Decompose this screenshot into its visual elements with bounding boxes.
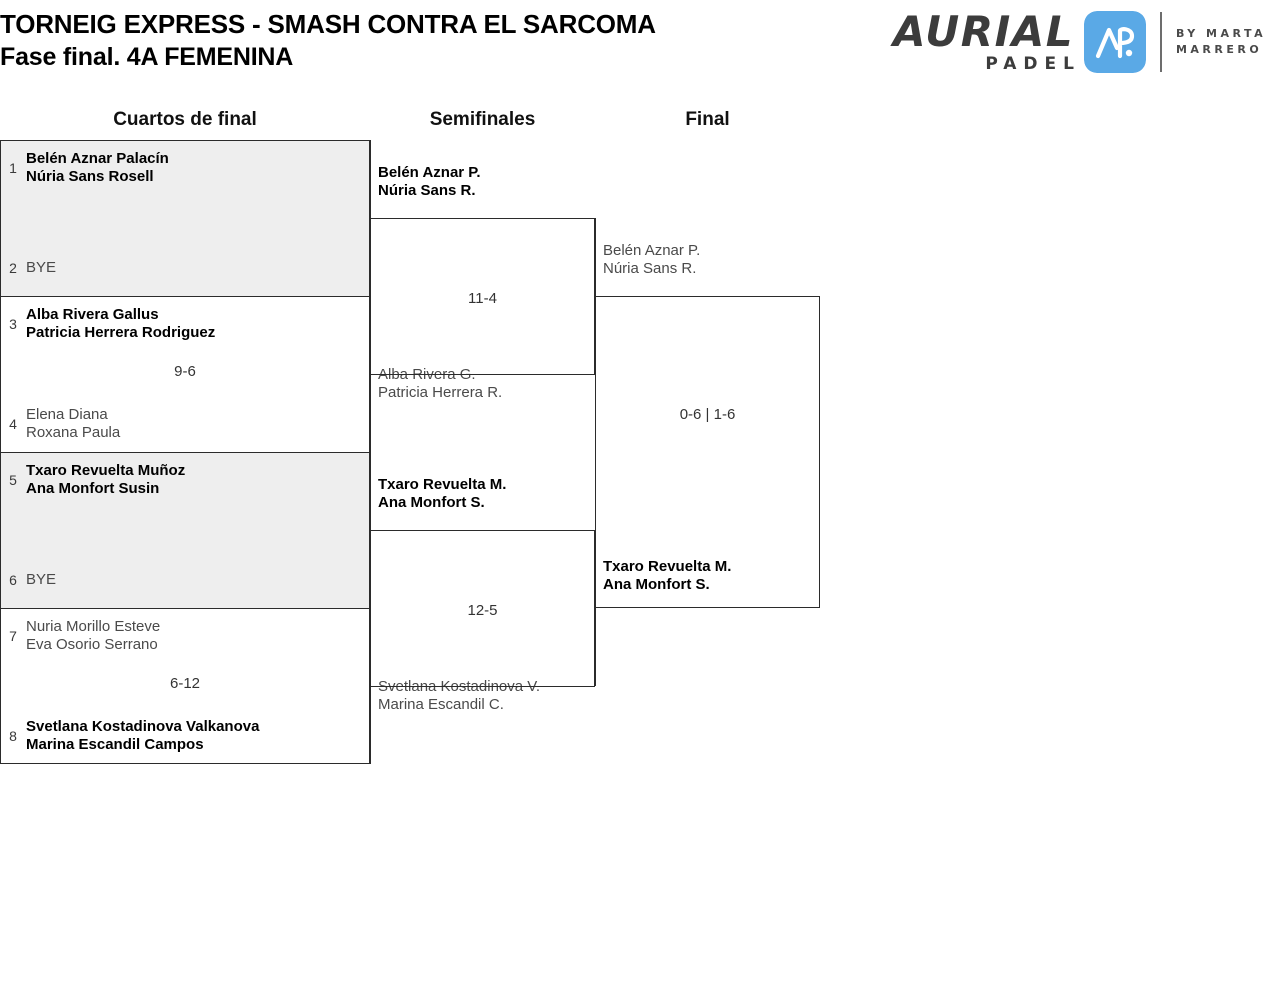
team-names: Svetlana Kostadinova V.Marina Escandil C…	[378, 678, 540, 714]
player-name: Marina Escandil Campos	[26, 736, 204, 753]
seed-number: 8	[9, 728, 17, 744]
bye-slot[interactable]: 6 BYE	[0, 560, 370, 600]
player-name: Roxana Paula	[26, 424, 121, 441]
team-winner[interactable]: Belén Aznar P.Núria Sans R.	[370, 162, 595, 202]
seed-number: 4	[9, 416, 17, 432]
team-loser[interactable]: Svetlana Kostadinova V.Marina Escandil C…	[370, 676, 595, 716]
seed-number: 7	[9, 628, 17, 644]
logo-byline: BY MARTA MARRERO	[1176, 26, 1266, 58]
team-names: Txaro Revuelta M.Ana Monfort S.	[603, 558, 731, 594]
team-names: Alba Rivera G.Patricia Herrera R.	[378, 366, 502, 402]
brand-logo: AURIAL PADEL BY MARTA MARRERO	[893, 8, 1275, 76]
team-loser[interactable]: Alba Rivera G.Patricia Herrera R.	[370, 364, 595, 404]
player-name: Núria Sans R.	[378, 182, 476, 199]
player-name: Marina Escandil C.	[378, 696, 504, 713]
match-semifinal[interactable]: Txaro Revuelta M.Ana Monfort S. Svetlana …	[370, 474, 595, 842]
tournament-subtitle: Fase final. 4A FEMENINA	[0, 43, 294, 71]
player-name: Patricia Herrera R.	[378, 384, 503, 401]
team-winner[interactable]: Txaro Revuelta M.Ana Monfort S.	[370, 474, 595, 514]
logo-wordmark-block: AURIAL PADEL	[893, 11, 1074, 73]
round-header-quarterfinals: Cuartos de final	[113, 109, 257, 130]
player-name: Belén Aznar P.	[378, 164, 481, 181]
player-name: Svetlana Kostadinova V.	[378, 678, 541, 695]
team-loser[interactable]: Belén Aznar P.Núria Sans R.	[595, 240, 820, 280]
player-name: Txaro Revuelta M.	[603, 558, 732, 575]
team-names: Txaro Revuelta M.Ana Monfort S.	[378, 476, 506, 512]
player-name: Ana Monfort S.	[378, 494, 485, 511]
bye-slot[interactable]: 2 BYE	[0, 248, 370, 288]
seed-number: 6	[9, 572, 17, 588]
team-names: Belén Aznar P.Núria Sans R.	[378, 164, 481, 200]
logo-byline-line1: BY MARTA	[1175, 27, 1267, 41]
player-name: Txaro Revuelta Muñoz	[26, 462, 186, 479]
tournament-title: TORNEIG EXPRESS - SMASH CONTRA EL SARCOM…	[0, 9, 656, 39]
match-score: 11-4	[468, 290, 497, 307]
logo-wordmark-text: AURIAL	[893, 7, 1074, 56]
player-name: Ana Monfort Susin	[26, 480, 160, 497]
player-name: Elena Diana	[26, 406, 108, 423]
player-name: Patricia Herrera Rodriguez	[26, 324, 216, 341]
round-header-final: Final	[685, 109, 730, 130]
player-name: Núria Sans R.	[603, 260, 697, 277]
seed-number: 2	[9, 260, 17, 276]
logo-subword-text: PADEL	[985, 54, 1081, 74]
round-header-semifinals: Semifinales	[429, 109, 536, 130]
seed-number: 1	[9, 160, 17, 176]
player-name: Alba Rivera Gallus	[26, 306, 159, 323]
player-name: Nuria Morillo Esteve	[26, 618, 161, 635]
player-name: Txaro Revuelta M.	[378, 476, 507, 493]
seed-number: 5	[9, 472, 17, 488]
match-final[interactable]: Belén Aznar P.Núria Sans R. Txaro Revuelt…	[595, 240, 820, 608]
team-winner[interactable]: Txaro Revuelta M.Ana Monfort S.	[595, 556, 820, 596]
player-name: Ana Monfort S.	[603, 576, 710, 593]
team-names: Belén Aznar P.Núria Sans R.	[603, 242, 700, 278]
player-name: BYE	[26, 259, 57, 276]
player-name: Eva Osorio Serrano	[26, 636, 158, 653]
team-names: BYE	[26, 259, 56, 277]
aurial-padel-monogram-icon	[1083, 11, 1146, 73]
logo-divider	[1159, 12, 1162, 72]
match-score: 12-5	[467, 602, 498, 619]
match-score: 6-12	[169, 675, 201, 692]
player-name: Núria Sans Rosell	[26, 168, 154, 185]
player-name: Alba Rivera G.	[378, 366, 476, 383]
page-title: TORNEIG EXPRESS - SMASH CONTRA EL SARCOM…	[0, 8, 880, 74]
seed-number: 3	[9, 316, 17, 332]
player-name: Belén Aznar P.	[603, 242, 701, 259]
team-names: BYE	[26, 571, 56, 589]
player-name: Belén Aznar Palacín	[26, 150, 169, 167]
player-name: Svetlana Kostadinova Valkanova	[26, 718, 260, 735]
player-name: BYE	[26, 571, 57, 588]
logo-byline-line2: MARRERO	[1175, 43, 1263, 56]
match-score: 9-6	[174, 363, 196, 380]
match-score: 0-6 | 1-6	[679, 406, 736, 423]
